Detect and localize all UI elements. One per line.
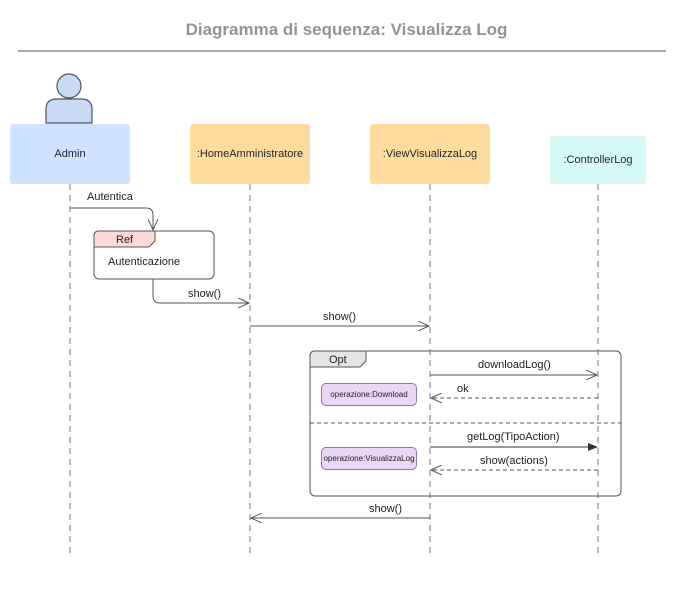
ref-tag <box>93 230 156 248</box>
diagram-title: Diagramma di sequenza: Visualizza Log <box>185 20 508 39</box>
view-visualizza-log-box: :ViewVisualizzaLog <box>370 124 490 184</box>
ref-label: Ref <box>116 234 134 246</box>
label-ok: ok <box>457 383 469 395</box>
ref-text: Autenticazione <box>108 256 181 268</box>
label-show-home: show() <box>188 288 222 300</box>
message-autentica <box>70 207 153 230</box>
admin-box: Admin <box>10 124 130 184</box>
note-operazione-download: operazione:Download <box>321 383 417 406</box>
opt-tag <box>309 350 367 368</box>
message-show-home <box>152 279 249 303</box>
controller-log-box: :ControllerLog <box>550 136 646 184</box>
label-show-actions: show(actions) <box>480 455 548 467</box>
label-download-log: downloadLog() <box>478 359 551 371</box>
label-autentica: Autentica <box>87 191 133 203</box>
label-get-log: getLog(TipoAction) <box>467 431 560 443</box>
label-show-view: show() <box>323 311 357 323</box>
person-icon <box>45 73 93 124</box>
note-operazione-visualizza-log: operazione:VisualizzaLog <box>321 447 417 470</box>
label-show-return: show() <box>369 503 403 515</box>
home-amministratore-box: :HomeAmministratore <box>190 124 310 184</box>
opt-label: Opt <box>329 354 347 366</box>
